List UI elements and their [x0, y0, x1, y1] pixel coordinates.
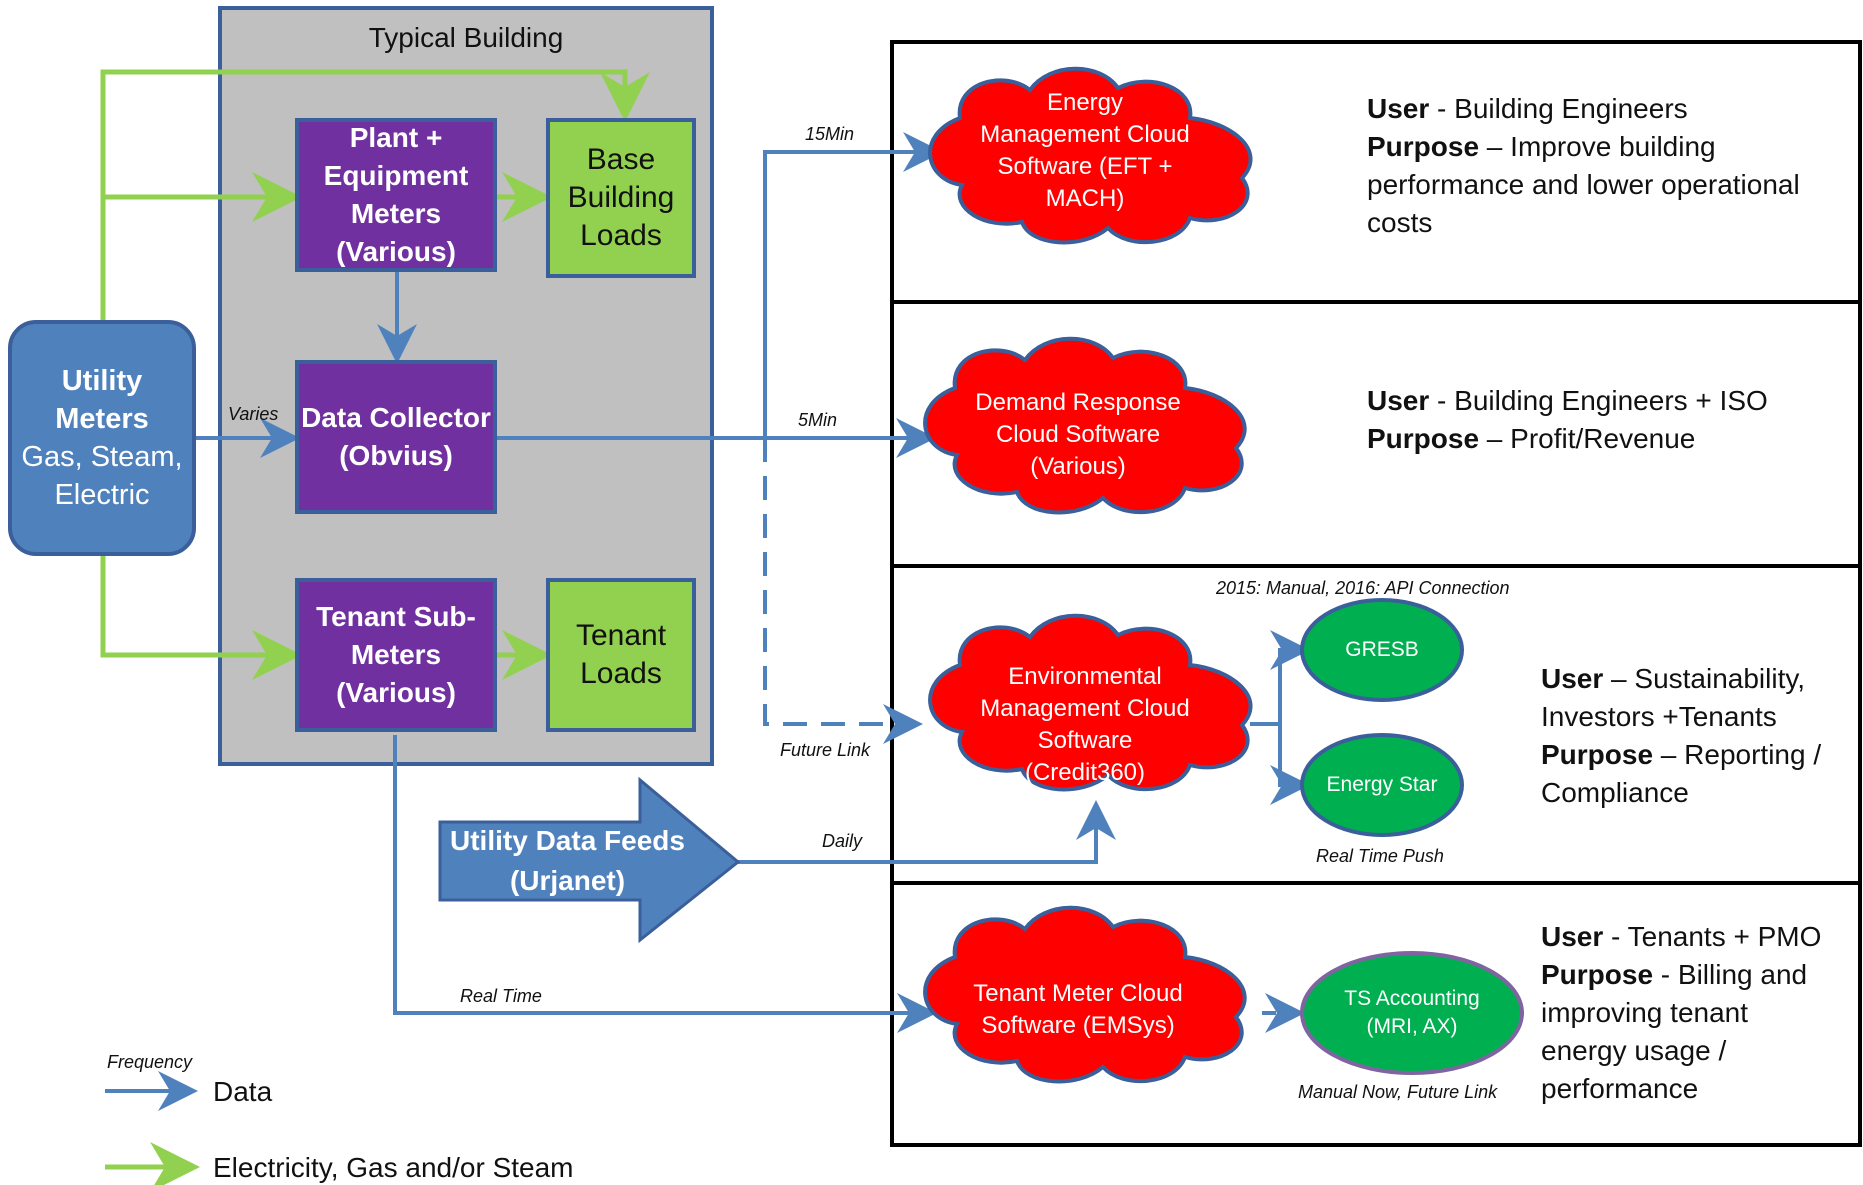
panel4-text: User - Tenants + PMO Purpose - Billing a…	[1541, 918, 1841, 1108]
plant-meters-box[interactable]: Plant + Equipment Meters (Various)	[295, 118, 497, 272]
plant-meters-label: Plant + Equipment Meters (Various)	[323, 122, 469, 267]
label-real-time: Real Time	[460, 986, 542, 1006]
label-15min: 15Min	[805, 124, 855, 144]
panel4-user-value: - Tenants + PMO	[1603, 921, 1822, 952]
legend-data-label: Data	[213, 1076, 273, 1107]
label-api-note: 2015: Manual, 2016: API Connection	[1216, 578, 1510, 598]
panel1-user-label: User	[1367, 93, 1430, 124]
panel1-purpose-label: Purpose	[1367, 131, 1480, 162]
label-varies: Varies	[228, 404, 279, 424]
panel2-user-value: - Building Engineers + ISO	[1429, 385, 1768, 416]
panel2-user-label: User	[1367, 385, 1430, 416]
label-manual-now: Manual Now, Future Link	[1298, 1082, 1498, 1102]
data-collector-box[interactable]: Data Collector (Obvius)	[295, 360, 497, 514]
energy-mgmt-cloud-label[interactable]: Energy Management Cloud Software (EFT + …	[980, 89, 1190, 212]
data-arrow-to-energy-star	[1270, 724, 1310, 805]
energy-mgmt-cloud-shape	[928, 66, 1253, 245]
utility-meters-title: Utility Meters	[55, 365, 149, 435]
ts-accounting-bubble-shape	[1300, 951, 1524, 1075]
energy-arrow-to-tenant-submeters	[100, 555, 302, 680]
tenant-loads-label: Tenant Loads	[575, 619, 667, 690]
cloud-shapes	[923, 66, 1253, 1084]
label-5min: 5Min	[798, 410, 838, 430]
data-arrow-daily-feed	[735, 800, 1116, 864]
environmental-cloud-shape	[928, 613, 1253, 792]
data-arrow-realtime-tenant	[393, 735, 937, 1033]
tenant-meter-cloud-shape	[923, 905, 1247, 1084]
ts-accounting-label[interactable]: TS Accounting (MRI, AX)	[1344, 987, 1480, 1038]
base-loads-label: Base Building Loads	[567, 143, 675, 252]
data-flow-lines	[105, 132, 1310, 1111]
base-loads-box[interactable]: Base Building Loads	[546, 118, 696, 278]
panel3-user-value: – Sustainability, Investors +Tenants	[1541, 663, 1806, 732]
data-arrow-future-link	[763, 438, 923, 744]
legend-title: Frequency	[107, 1052, 193, 1072]
utility-meters-sub: Gas, Steam, Electric	[21, 441, 183, 511]
tenant-submeters-box[interactable]: Tenant Sub-Meters (Various)	[295, 578, 497, 732]
utility-feeds-arrow-shape	[438, 776, 741, 944]
panel3-user-label: User	[1541, 663, 1604, 694]
panel3-purpose-label: Purpose	[1541, 739, 1654, 770]
panel4-purpose-value: - Billing and improving tenant energy us…	[1541, 959, 1808, 1104]
demand-response-cloud-label[interactable]: Demand Response Cloud Software (Various)	[975, 389, 1181, 480]
label-daily: Daily	[822, 831, 863, 851]
energy-flow-lines	[100, 69, 650, 1185]
panel1-user-value: - Building Engineers	[1429, 93, 1688, 124]
panel3-text: User – Sustainability, Investors +Tenant…	[1541, 660, 1841, 812]
panel3-purpose-value: – Reporting / Compliance	[1541, 739, 1822, 808]
tenant-submeters-label: Tenant Sub-Meters (Various)	[316, 601, 476, 708]
panel2-purpose-value: – Profit/Revenue	[1479, 423, 1696, 454]
legend-energy-label: Electricity, Gas and/or Steam	[213, 1152, 574, 1183]
panel1-text: User - Building Engineers Purpose – Impr…	[1367, 90, 1807, 242]
utility-feeds-label[interactable]: Utility Data Feeds (Urjanet)	[450, 825, 685, 896]
panel4-purpose-label: Purpose	[1541, 959, 1654, 990]
building-title: Typical Building	[368, 22, 564, 53]
label-future-link: Future Link	[780, 740, 871, 760]
panel2-purpose-label: Purpose	[1367, 423, 1480, 454]
environmental-cloud-label[interactable]: Environmental Management Cloud Software …	[980, 663, 1190, 786]
gresb-label[interactable]: GRESB	[1345, 638, 1419, 661]
panel1-purpose-value: – Improve building performance and lower…	[1367, 131, 1800, 238]
label-real-time-push: Real Time Push	[1316, 846, 1444, 866]
data-arrow-to-gresb	[1250, 630, 1310, 726]
energy-star-bubble-shape	[1300, 733, 1464, 837]
data-collector-label: Data Collector (Obvius)	[301, 402, 491, 471]
tenant-meter-cloud-label[interactable]: Tenant Meter Cloud Software (EMSys)	[973, 980, 1183, 1039]
panel4-user-label: User	[1541, 921, 1604, 952]
demand-response-cloud-shape	[923, 336, 1247, 515]
data-arrow-collector-to-energy-mgmt	[763, 132, 943, 438]
gresb-bubble-shape	[1300, 598, 1464, 702]
energy-star-label[interactable]: Energy Star	[1326, 773, 1438, 796]
panel2-text: User - Building Engineers + ISO Purpose …	[1367, 382, 1837, 458]
tenant-loads-box[interactable]: Tenant Loads	[546, 578, 696, 732]
utility-meters-box[interactable]: Utility Meters Gas, Steam, Electric	[8, 320, 196, 556]
